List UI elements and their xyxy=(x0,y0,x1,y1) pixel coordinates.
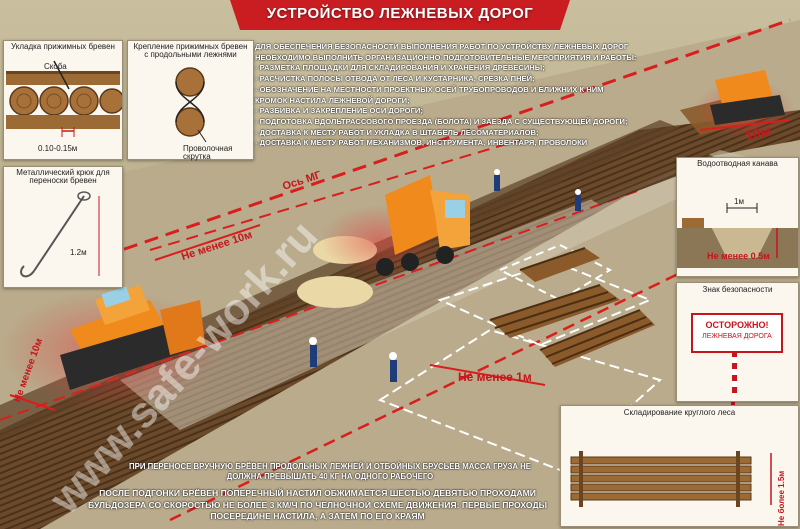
panel-fastening: Крепление прижимных бревен с продольными… xyxy=(127,40,254,162)
wire-fastening-drawing xyxy=(175,67,207,143)
bulldozer-left xyxy=(60,285,205,390)
measures-line: - ДОСТАВКА К МЕСТУ РАБОТ И УКЛАДКА В ШТА… xyxy=(255,127,539,137)
measures-line: - РАЗМЕТКА ПЛОЩАДКИ ДЛЯ СКЛАДИРОВАНИЯ И … xyxy=(255,63,545,73)
wire-label: Проволочная скрутка xyxy=(183,144,233,162)
log-stack-3 xyxy=(519,247,600,282)
panel-hook: Металлический крюк для переноски бревен … xyxy=(3,166,123,288)
logs-cross-section xyxy=(6,61,125,138)
log-stack-2 xyxy=(539,309,655,367)
panel-ditch: Водоотводная канава 1м Не менее 0.5м xyxy=(676,157,799,277)
sign-line-1: ОСТОРОЖНО! xyxy=(705,320,769,330)
measures-line: ДЛЯ ОБЕСПЕЧЕНИЯ БЕЗОПАСНОСТИ ВЫПОЛНЕНИЯ … xyxy=(255,42,629,51)
storage-height-label: Не более 1.5м xyxy=(777,470,786,526)
sign-line-2: ЛЕЖНЕВАЯ ДОРОГА xyxy=(702,333,772,340)
log-stack-1 xyxy=(489,284,620,338)
panel-fastening-title: Крепление прижимных бревен с продольными… xyxy=(133,42,248,60)
timber-stack-drawing xyxy=(570,451,772,508)
page-title: УСТРОЙСТВО ЛЕЖНЕВЫХ ДОРОГ xyxy=(266,5,534,22)
panel-sign: Знак безопасности ОСТОРОЖНО! ЛЕЖНЕВАЯ ДО… xyxy=(676,282,799,402)
measures-line: НЕОБХОДИМО ВЫПОЛНИТЬ ОРГАНИЗАЦИОННО-ПОДГ… xyxy=(255,52,637,62)
bulldozer-right xyxy=(710,70,785,125)
panel-sign-title: Знак безопасности xyxy=(702,285,773,294)
panel-storage: Складирование круглого леса Не более 1.5… xyxy=(560,405,799,527)
title-band xyxy=(230,0,570,30)
ditch-depth-label: Не менее 0.5м xyxy=(707,251,770,261)
measures-line: - ДОСТАВКА К МЕСТУ РАБОТ МЕХАНИЗМОВ, ИНС… xyxy=(255,138,588,148)
warning-sign: ОСТОРОЖНО! ЛЕЖНЕВАЯ ДОРОГА xyxy=(691,313,783,353)
measures-line: - РАСЧИСТКА ПОЛОСЫ ОТВОДА ОТ ЛЕСА И КУСТ… xyxy=(255,74,535,84)
ditch-cross-section xyxy=(677,203,798,269)
clamp-label: Скоба xyxy=(44,62,67,71)
measures-line: КРОМОК НАСТИЛА ЛЕЖНЕВОЙ ДОРОГИ; xyxy=(255,95,410,105)
hook-drawing xyxy=(20,191,100,278)
panel-storage-title: Складирование круглого леса xyxy=(623,408,736,417)
note-bulldozer-compaction: ПОСЛЕ ПОДГОНКИ БРЁВЕН ПОПЕРЕЧНЫЙ НАСТИЛ … xyxy=(88,488,547,521)
measures-line: - ОБОЗНАЧЕНИЕ НА МЕСТНОСТИ ПРОЕКТНЫХ ОСЕ… xyxy=(255,84,604,94)
sand-pile-2 xyxy=(297,276,373,308)
gap-label: 0.10-0.15м xyxy=(38,144,78,153)
ditch-width-label: 1м xyxy=(734,197,744,206)
boundary-line-top xyxy=(19,18,791,287)
measures-line: - РАЗБИВКА И ЗАКРЕПЛЕНИЕ ОСИ ДОРОГИ; xyxy=(255,106,423,116)
panel-laying-title: Укладка прижимных бревен xyxy=(11,42,115,51)
panel-ditch-title: Водоотводная канава xyxy=(697,159,778,168)
hook-length-label: 1.2м xyxy=(70,248,87,257)
sign-post xyxy=(732,351,737,396)
panel-laying: Укладка прижимных бревен Скоба 0.10-0.15… xyxy=(3,40,125,160)
measures-line: - ПОДГОТОВКА ВДОЛЬТРАССОВОГО ПРОЕЗДА (БО… xyxy=(255,116,628,126)
panel-hook-title: Металлический крюк для переноски бревен xyxy=(16,168,110,186)
dump-truck xyxy=(376,175,470,276)
note-manual-carry: ПРИ ПЕРЕНОСЕ ВРУЧНУЮ БРЁВЕН ПРОДОЛЬНЫХ Л… xyxy=(129,462,531,481)
preparatory-measures-text: ДЛЯ ОБЕСПЕЧЕНИЯ БЕЗОПАСНОСТИ ВЫПОЛНЕНИЯ … xyxy=(255,42,695,149)
distance-1m-min: Не менее 1м xyxy=(458,370,532,384)
